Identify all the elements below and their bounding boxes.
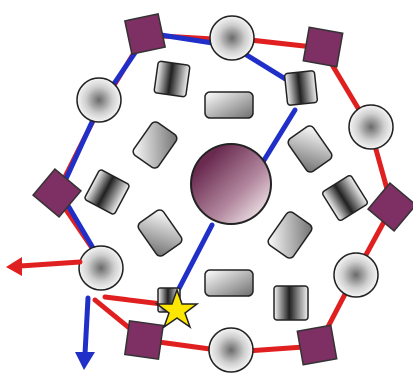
cylinder-block[interactable] — [283, 70, 319, 106]
square-node[interactable] — [302, 26, 344, 68]
cylinder-block[interactable] — [321, 174, 369, 222]
square-node[interactable] — [366, 181, 413, 233]
cylinder-block[interactable] — [84, 169, 130, 215]
circle-node[interactable] — [333, 252, 379, 298]
circle-node[interactable] — [348, 104, 394, 150]
square-nodes — [31, 12, 413, 366]
cylinder-block[interactable] — [273, 285, 309, 321]
star-icon[interactable] — [154, 287, 200, 329]
circle-node[interactable] — [76, 77, 122, 123]
circle-node[interactable] — [78, 245, 124, 291]
rounded-block[interactable] — [204, 269, 254, 297]
cylinder-block[interactable] — [153, 60, 191, 98]
circle-nodes — [76, 15, 394, 373]
blue-arrow-down-icon — [75, 295, 95, 370]
rounded-block[interactable] — [204, 91, 254, 119]
square-node[interactable] — [296, 324, 338, 366]
square-node[interactable] — [123, 319, 165, 361]
blue-segment — [170, 222, 215, 303]
rounded-block[interactable] — [286, 124, 334, 174]
red-arrow-left-icon — [6, 257, 83, 276]
rounded-block[interactable] — [131, 120, 179, 170]
center-hub[interactable] — [190, 143, 272, 225]
rounded-block[interactable] — [136, 208, 184, 258]
circle-node[interactable] — [208, 327, 254, 373]
square-node[interactable] — [123, 12, 167, 56]
square-node[interactable] — [31, 167, 83, 219]
circle-node[interactable] — [209, 15, 255, 61]
rounded-block[interactable] — [266, 210, 314, 260]
rounded-components — [131, 91, 334, 297]
